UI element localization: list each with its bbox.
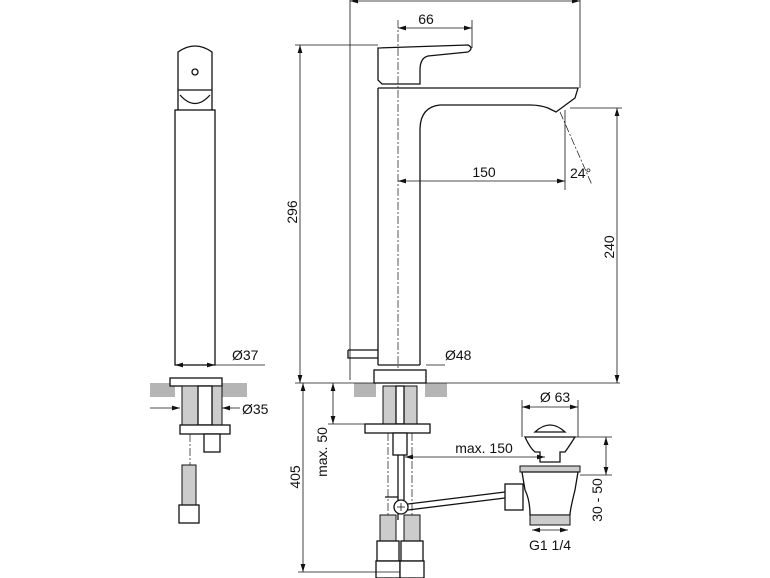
label-spray-angle: 24° [570, 165, 591, 181]
label-outlet-height: 240 [601, 235, 617, 259]
label-body-diameter-front: Ø48 [445, 347, 472, 363]
pop-up-waste [504, 424, 581, 526]
front-handle-stub [347, 349, 378, 359]
side-aerator [178, 89, 212, 105]
label-lever-offset: 66 [418, 11, 434, 27]
front-spout [378, 87, 579, 365]
label-below-deck: 405 [287, 465, 303, 489]
side-body [174, 109, 216, 366]
label-hole-diameter: Ø35 [242, 401, 269, 417]
side-view: Ø37 Ø35 [150, 45, 269, 524]
front-lever [377, 44, 472, 85]
side-lever-cap [177, 45, 213, 110]
front-view: 66 150 24° 296 240 Ø48 405 max. 50 [284, 0, 622, 578]
label-waste-range: 30 - 50 [589, 478, 605, 522]
label-rod-distance: max. 150 [455, 440, 513, 456]
label-body-diameter-side: Ø37 [232, 347, 259, 363]
label-deck-thickness: max. 50 [314, 427, 330, 477]
label-waste-thread: G1 1/4 [529, 537, 571, 553]
label-spout-reach: 150 [472, 164, 496, 180]
label-waste-diameter: Ø 63 [540, 389, 571, 405]
label-total-height: 296 [284, 200, 300, 224]
side-base [169, 377, 223, 387]
